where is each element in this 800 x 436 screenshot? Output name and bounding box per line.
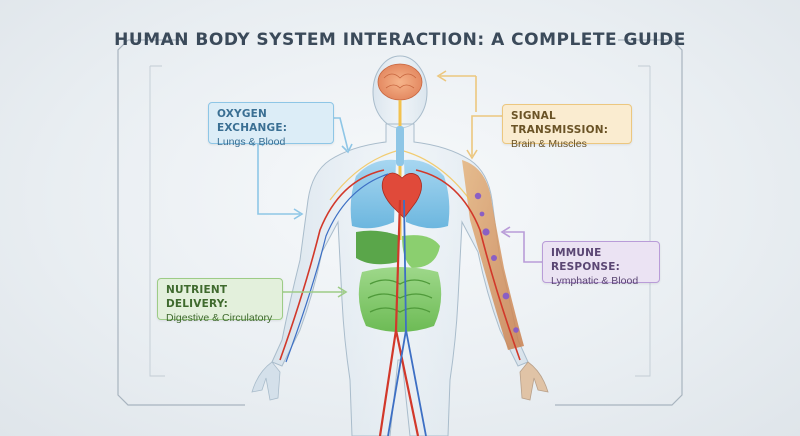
callout-subtitle: Brain & Muscles [511,137,623,151]
callout-heading: IMMUNE RESPONSE: [551,246,651,274]
callout-subtitle: Digestive & Circulatory [166,311,274,325]
callout-heading: OXYGEN EXCHANGE: [217,107,325,135]
callout-oxygen-exchange: OXYGEN EXCHANGE: Lungs & Blood [208,102,334,144]
callout-subtitle: Lymphatic & Blood [551,274,651,288]
callout-immune-response: IMMUNE RESPONSE: Lymphatic & Blood [542,241,660,283]
callout-heading: SIGNAL TRANSMISSION: [511,109,623,137]
page-title: HUMAN BODY SYSTEM INTERACTION: A COMPLET… [0,30,800,50]
callout-signal-transmission: SIGNAL TRANSMISSION: Brain & Muscles [502,104,632,144]
callout-nutrient-delivery: NUTRIENT DELIVERY: Digestive & Circulato… [157,278,283,320]
callout-heading: NUTRIENT DELIVERY: [166,283,274,311]
immune-connector [502,227,542,262]
callout-subtitle: Lungs & Blood [217,135,325,149]
signal-connector [438,71,502,158]
